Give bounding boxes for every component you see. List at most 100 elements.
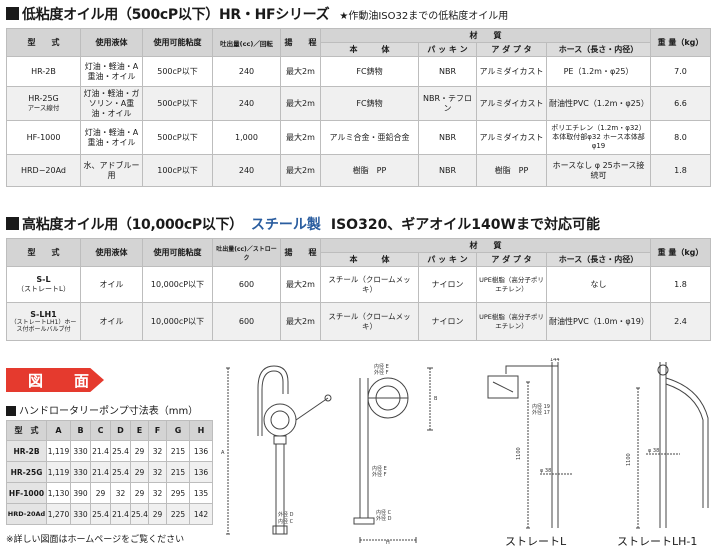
dim-cell: 21.4 xyxy=(90,440,111,462)
dim-cell: 1,119 xyxy=(46,461,71,483)
table-row: HRD−20Ad 水、アドブルー用 100cP以下 240 最大2m 樹脂 PP… xyxy=(6,154,711,187)
dim-cell: 390 xyxy=(70,482,91,504)
label-outer-d2: 外径 D xyxy=(376,515,392,522)
dim-cell: 295 xyxy=(166,482,190,504)
cell-weight: 1.8 xyxy=(650,154,711,187)
caption-straight-l: ストレートL xyxy=(505,535,567,548)
cell-model: HR-25G アース線付 xyxy=(6,86,81,121)
cell-model: S-LH1 （ストレートLH1）ホース付ボールバルブ付 xyxy=(6,302,81,341)
cell-viscosity: 500cP以下 xyxy=(142,86,213,121)
dim-cell: 21.4 xyxy=(90,461,111,483)
label-outer-f: 外径 F xyxy=(374,369,389,376)
model-name: S-LH1 xyxy=(30,309,57,319)
cell-viscosity: 500cP以下 xyxy=(142,120,213,155)
cell-adapter: 樹脂 PP xyxy=(476,154,547,187)
header-weight: 重 量（kg） xyxy=(650,28,711,57)
cell-body: 樹脂 PP xyxy=(320,154,419,187)
dim-cell: 136 xyxy=(189,440,213,462)
cell-discharge: 1,000 xyxy=(212,120,281,155)
cell-packing: ナイロン xyxy=(418,266,477,303)
label-1100b: 1100 xyxy=(626,453,632,466)
label-38: φ 38 xyxy=(540,468,551,474)
label-144: 144 xyxy=(550,358,560,363)
rotary-pump-side-drawing: B H 内径 E 外径 F 内径 E 外径 F 内径 C 外径 D xyxy=(353,363,438,546)
model-sub: アース線付 xyxy=(27,104,60,113)
dim-cell: 25.4 xyxy=(110,461,131,483)
dim-cell: 330 xyxy=(70,461,91,483)
cell-weight: 6.6 xyxy=(650,86,711,121)
label-outer-d: 外径 D xyxy=(278,511,294,518)
cell-packing: ナイロン xyxy=(418,302,477,341)
dim-cell: HF-1000 xyxy=(6,482,47,504)
model-sub: （ストレートL） xyxy=(17,285,70,294)
header-viscosity: 使用可能粘度 xyxy=(142,238,213,267)
header-fluid: 使用液体 xyxy=(80,28,143,57)
dim-cell: 32 xyxy=(148,440,167,462)
dim-cell: 330 xyxy=(70,503,91,525)
cell-weight: 8.0 xyxy=(650,120,711,155)
header-model: 型 式 xyxy=(6,28,81,57)
header-discharge: 吐出量(cc)／ストローク xyxy=(212,238,281,267)
label-inner-e2: 内径 E xyxy=(372,465,387,472)
header-lift: 揚 程 xyxy=(280,28,321,57)
cell-packing: NBR xyxy=(418,120,477,155)
label-b: B xyxy=(434,396,438,402)
cell-adapter: UPE樹脂（高分子ポリエチレン） xyxy=(476,302,547,341)
caption-straight-lh1: ストレートLH-1 xyxy=(617,535,698,548)
cell-discharge: 600 xyxy=(212,302,281,341)
cell-lift: 最大2m xyxy=(280,56,321,87)
dim-header-f: F xyxy=(148,420,167,441)
cell-hose: 耐油性PVC（1.2m・φ25） xyxy=(546,86,651,121)
cell-hose: なし xyxy=(546,266,651,303)
label-outer-17: 外径 17 xyxy=(532,409,550,416)
header-viscosity: 使用可能粘度 xyxy=(142,28,213,57)
cell-weight: 1.8 xyxy=(650,266,711,303)
square-bullet-icon xyxy=(6,405,16,416)
dim-cell: 215 xyxy=(166,461,190,483)
table-row: S-LH1 （ストレートLH1）ホース付ボールバルブ付 オイル 10,000cP… xyxy=(6,302,711,341)
dim-cell: 29 xyxy=(130,440,149,462)
dim-cell: 32 xyxy=(148,482,167,504)
table-row: HR-25G アース線付 灯油・軽油・ガソリン・A重油・オイル 500cP以下 … xyxy=(6,86,711,121)
header-weight: 重 量（kg） xyxy=(650,238,711,267)
dim-cell: 29 xyxy=(130,482,149,504)
dim-cell: 32 xyxy=(110,482,131,504)
dim-cell: 25.4 xyxy=(90,503,111,525)
drawing-footnote: ※詳しい図面はホームページをご覧ください xyxy=(6,535,185,545)
table-row: HRD-20Ad 1,270 330 25.4 21.4 25.4 29 225… xyxy=(6,503,213,525)
cell-fluid: オイル xyxy=(80,302,143,341)
header-body: 本 体 xyxy=(320,252,419,267)
dim-cell: 142 xyxy=(189,503,213,525)
cell-discharge: 240 xyxy=(212,86,281,121)
dim-cell: 1,119 xyxy=(46,440,71,462)
header-packing: パ ッ キ ン xyxy=(418,252,477,267)
table-row: HF-1000 1,130 390 29 32 29 32 295 135 xyxy=(6,482,213,504)
table-row: HR-25G 1,119 330 21.4 25.4 29 32 215 136 xyxy=(6,461,213,483)
cell-packing: NBR・テフロン xyxy=(418,86,477,121)
cell-discharge: 240 xyxy=(212,154,281,187)
section1-title: 低粘度オイル用（500cP以下）HR・HFシリーズ xyxy=(22,7,330,23)
section2-iso: ISO320、ギアオイル140Wまで対応可能 xyxy=(330,217,600,233)
cell-adapter: UPE樹脂（高分子ポリエチレン） xyxy=(476,266,547,303)
cell-lift: 最大2m xyxy=(280,266,321,303)
rotary-pump-front-drawing: A 外径 D 内径 C xyxy=(221,365,332,535)
dim-cell: 1,130 xyxy=(46,482,71,504)
dim-cell: 1,270 xyxy=(46,503,71,525)
section1-title-row: 低粘度オイル用（500cP以下）HR・HFシリーズ ★作動油ISO32までの低粘… xyxy=(6,4,508,24)
header-packing: パ ッ キ ン xyxy=(418,42,477,57)
model-name: HR-25G xyxy=(28,94,59,104)
dim-cell: 135 xyxy=(189,482,213,504)
header-lift: 揚 程 xyxy=(280,238,321,267)
dim-header-a: A xyxy=(46,420,71,441)
cell-adapter: アルミダイカスト xyxy=(476,120,547,155)
table-row: HR-2B 灯油・軽油・A重油・オイル 500cP以下 240 最大2m FC鋳… xyxy=(6,56,711,87)
cell-lift: 最大2m xyxy=(280,120,321,155)
header-discharge: 吐出量(cc)／回転 xyxy=(212,28,281,57)
cell-lift: 最大2m xyxy=(280,86,321,121)
dim-header-d: D xyxy=(110,420,131,441)
cell-body: アルミ合金・亜鉛合金 xyxy=(320,120,419,155)
cell-model: HR-2B xyxy=(6,56,81,87)
header-hose: ホース（長さ・内径） xyxy=(546,252,651,267)
cell-adapter: アルミダイカスト xyxy=(476,56,547,87)
cell-fluid: 灯油・軽油・A重油・オイル xyxy=(80,120,143,155)
